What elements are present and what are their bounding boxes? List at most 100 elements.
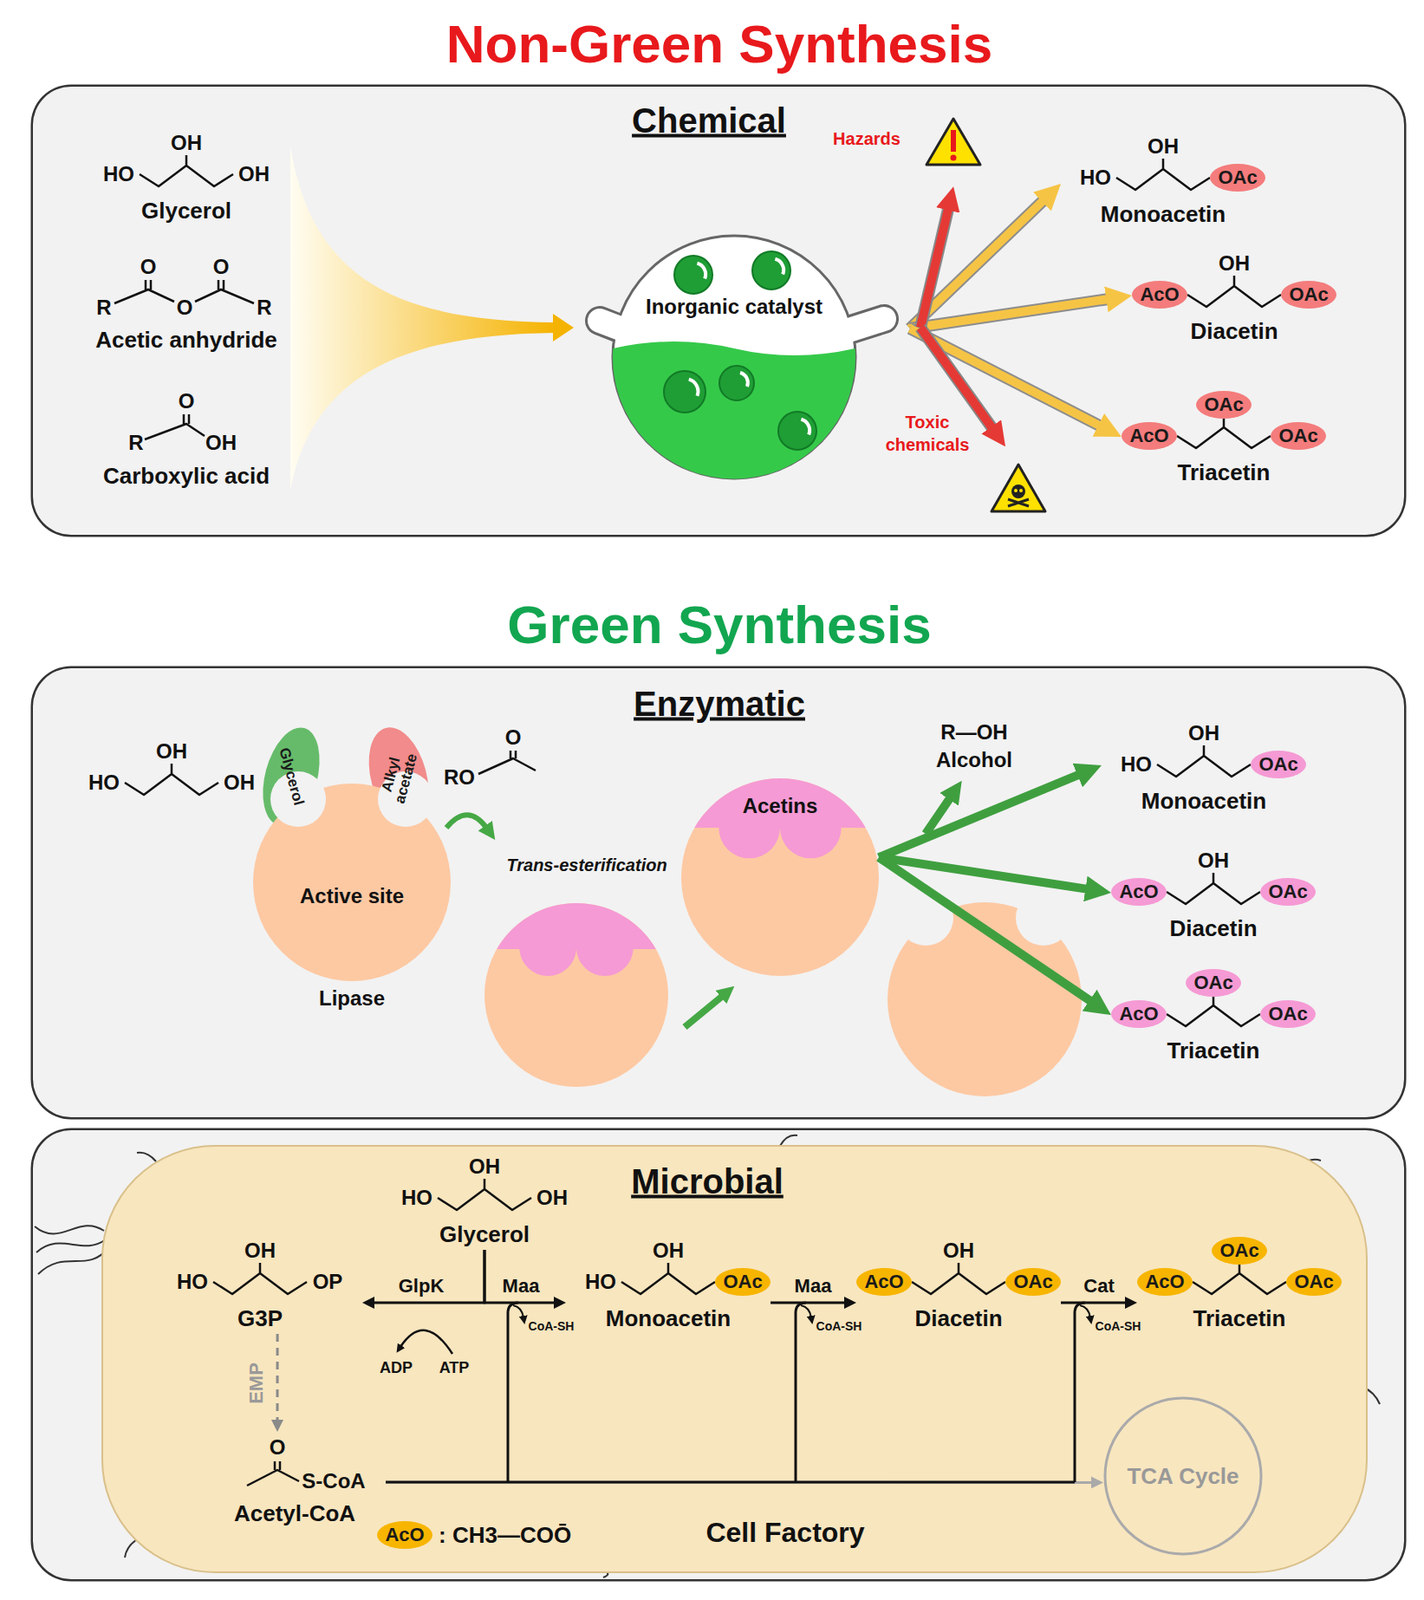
acetyl-badge: OAc [1209, 163, 1266, 192]
bound-acetins [694, 778, 865, 859]
bond-lines [1192, 1262, 1287, 1294]
bead-highlight [689, 379, 699, 397]
acetyl-label: OAc [1219, 1239, 1259, 1262]
acetyl-badge: AcO [377, 1521, 433, 1549]
bond-lines [139, 155, 234, 187]
badge-ellipse [1260, 1000, 1316, 1028]
acetyl-label: OAc [1193, 971, 1233, 995]
acetyl-label: OAc [1258, 753, 1298, 776]
atom-label: OH [1147, 134, 1179, 159]
bond-lines [1176, 416, 1271, 449]
catalyst-bead [778, 411, 817, 450]
cofactor-label: CoA-SH [1095, 1319, 1142, 1333]
connector-arrow [910, 328, 1104, 428]
connector-arrow [385, 1481, 1094, 1484]
acet-node: Acetins [681, 778, 879, 976]
badge-ellipse [1270, 422, 1327, 450]
arrow-outline [910, 299, 1112, 330]
acetyl-badge: AcO [1111, 1000, 1167, 1028]
badge-ellipse [1260, 877, 1316, 906]
molecule: HOOHMonoacetinOAc [1101, 714, 1307, 817]
molecule: OHDiacetinAcOOAc [856, 1231, 1061, 1334]
atom-label: S-CoA [301, 1469, 365, 1494]
substrate-blob [253, 721, 330, 833]
molecule-name: Alcohol [936, 747, 1013, 773]
acetyl-label: AcO [1139, 283, 1179, 306]
molecule-name: Monoacetin [605, 1305, 731, 1333]
molecule: ORO [433, 723, 547, 794]
badge-ellipse [715, 1267, 771, 1296]
molecule-name: Triacetin [1177, 459, 1271, 487]
acetyl-badge: OAc [1005, 1267, 1061, 1296]
bead-highlight [774, 259, 784, 275]
catalyst-bead [719, 365, 755, 401]
molecule: OORORAcetic anhydride [82, 251, 291, 356]
hazard-label: Hazards [832, 129, 901, 150]
acetyl-badge: AcO [1131, 280, 1188, 309]
cofactor-label: ADP [379, 1358, 413, 1378]
atom-label: R [128, 430, 144, 456]
atom-label: R [96, 295, 111, 320]
connector-arrow [878, 857, 1094, 1003]
badge-ellipse [1111, 877, 1167, 906]
bond-lines [213, 1262, 307, 1294]
enzyme-name: Lipase [318, 986, 385, 1011]
cell-body [102, 1145, 1367, 1573]
molecule: TriacetinOAcAcOOAc [1137, 1231, 1342, 1334]
exclamation-bar [950, 130, 956, 152]
atom-label: OH [205, 430, 237, 456]
acetyl-label: OAc [1217, 166, 1257, 189]
acetyl-label: OAc [1203, 393, 1243, 417]
formula-key: : CH3—COŌ [438, 1521, 572, 1549]
acetyl-label: OAc [1267, 1002, 1307, 1026]
acetyl-label: AcO [1129, 424, 1169, 448]
bond-lines [437, 1178, 532, 1210]
atom-label: OP [312, 1269, 344, 1294]
atom-label: OH [468, 1154, 501, 1179]
bond-lines [124, 763, 219, 795]
connector-arrow [878, 773, 1083, 858]
molecule-name: Acetic anhydride [95, 326, 278, 354]
atom-label: HO [1079, 165, 1112, 190]
atom-label: R [256, 295, 272, 320]
active-site-notch [1015, 890, 1072, 946]
bead-highlight [800, 419, 810, 436]
acetyl-badge: AcO [856, 1267, 912, 1296]
acetyl-badge: OAc [715, 1267, 771, 1296]
molecule-name: Diacetin [1169, 915, 1257, 943]
atom-label: RO [443, 765, 475, 790]
badge-ellipse [1185, 968, 1242, 997]
atom-label: OH [170, 130, 202, 156]
acetyl-badge: OAc [1185, 968, 1242, 997]
molecule-name: Triacetin [1193, 1305, 1287, 1333]
catalyst-liquid [612, 341, 856, 480]
panel-node: EnzymaticHOOHOHGlycerolAlkyl acetateOROA… [32, 668, 1405, 1118]
atom-label: O [176, 295, 194, 320]
acetyl-badge: OAc [1260, 877, 1316, 906]
molecule: HOOHOHGlycerol [84, 123, 289, 227]
bond-lines [1116, 158, 1210, 190]
formula-label: R—OH [940, 720, 1008, 745]
acetyl-coa-line [385, 1481, 1075, 1484]
badge-ellipse [1131, 280, 1188, 309]
acetyl-label: AcO [384, 1523, 424, 1547]
site-label: Active site [299, 884, 404, 909]
molecule-name: G3P [237, 1305, 283, 1333]
atom-label: OH [1188, 721, 1220, 746]
catalyst-bead [674, 255, 713, 294]
bond-lines [1166, 872, 1261, 904]
cofactor-label: CoA-SH [816, 1319, 863, 1333]
connector-arrow [878, 857, 1091, 890]
active-site-notch [377, 771, 434, 827]
flask-neck-inner [819, 318, 885, 340]
bond-lines [1157, 745, 1251, 777]
atom-label: OH [1197, 848, 1229, 873]
molecule: HOOHMonoacetinOAc [565, 1231, 771, 1334]
flask-body [612, 235, 856, 479]
molecule-name: Diacetin [1189, 318, 1278, 345]
atom-label: OH [244, 1238, 276, 1263]
molecule: TriacetinOAcAcOOAc [1111, 963, 1316, 1067]
molecule-name: Glycerol [439, 1221, 530, 1249]
acetyl-badge: OAc [1250, 750, 1307, 779]
skull-eye [1019, 488, 1023, 493]
